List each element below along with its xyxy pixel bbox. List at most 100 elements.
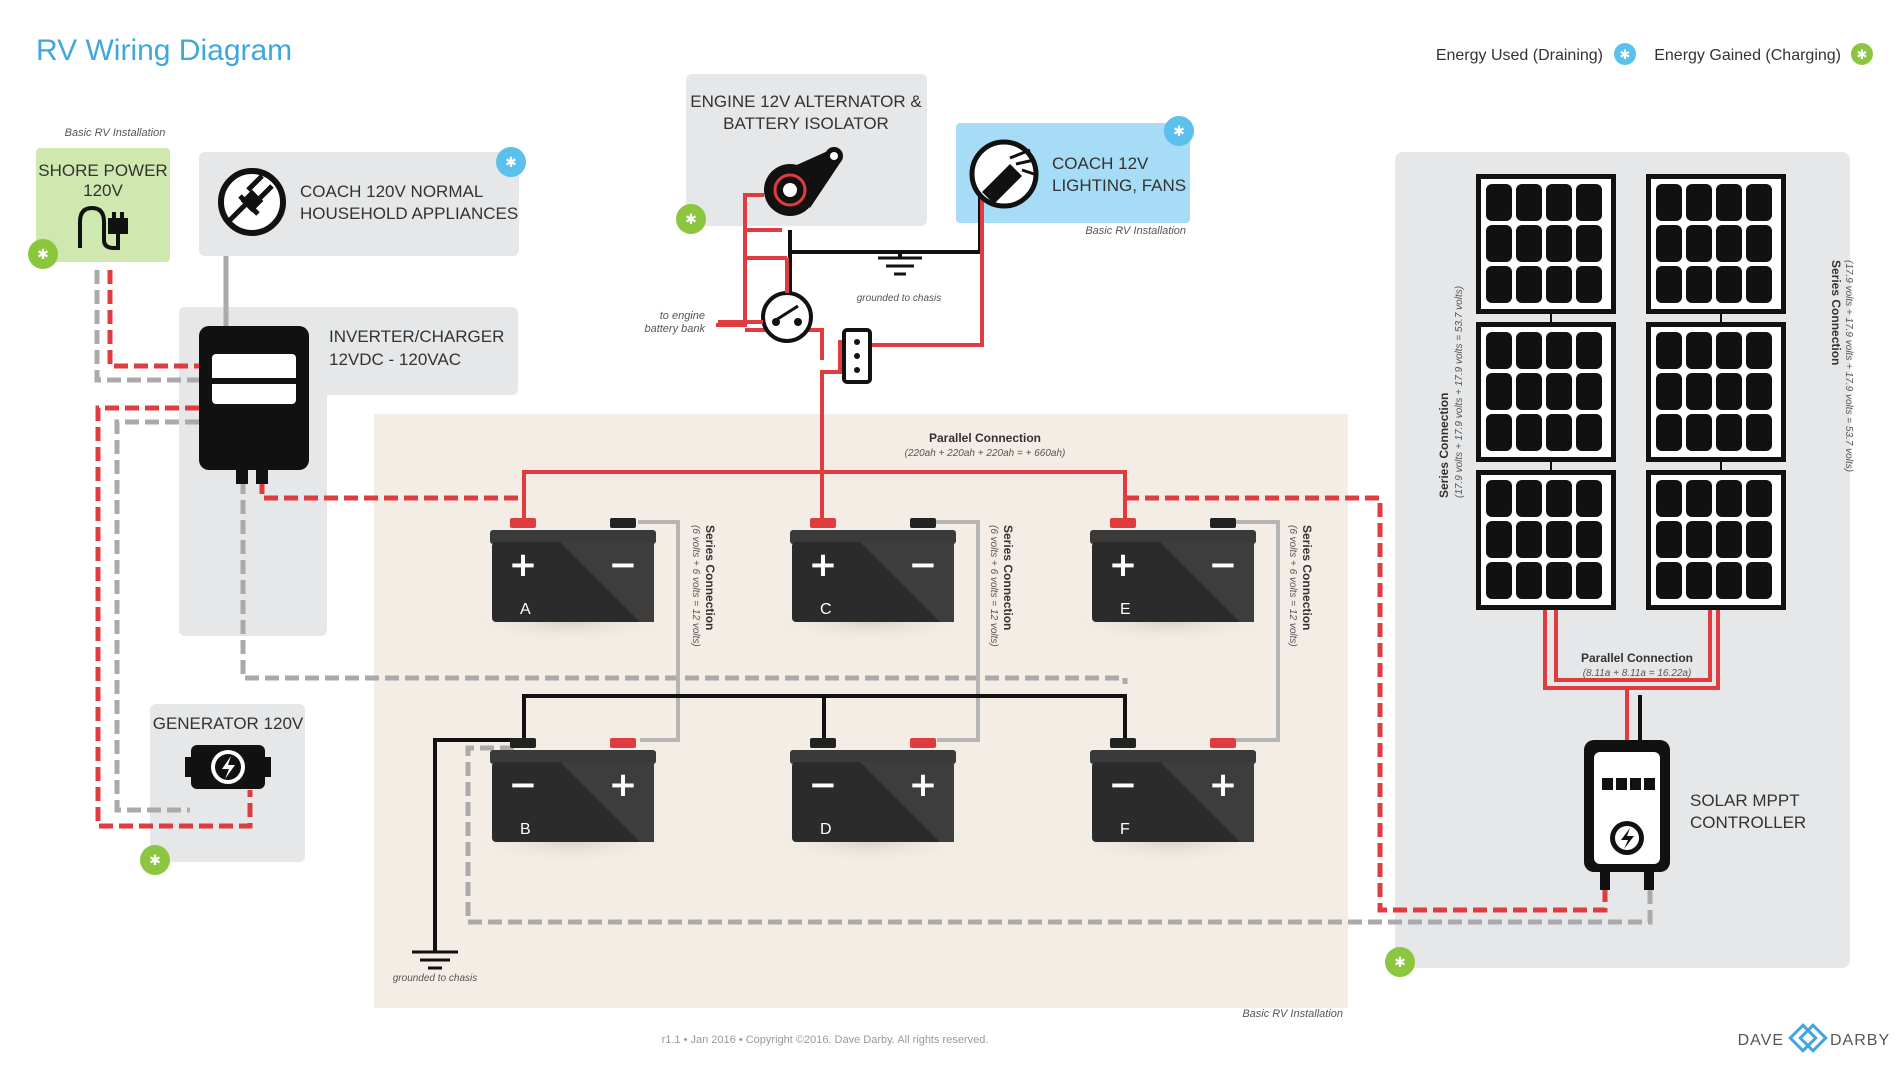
page-title: RV Wiring Diagram [36,34,292,67]
lighting-draining-icon [1164,116,1194,146]
positive-dashed-wiring [95,270,1608,913]
legend-draining-label: Energy Used (Draining) [1436,47,1603,64]
svg-text:DAVE: DAVE [1738,1032,1784,1049]
battery-installation-label: Basic RV Installation [1242,1008,1343,1020]
terminal-sign: − [909,545,938,585]
svg-text:✱: ✱ [685,212,697,228]
terminal-sign: − [809,765,838,805]
solar-charging-icon [1385,947,1415,977]
solar-series-label-left: Series Connection (17.9 volts + 17.9 vol… [1437,286,1465,498]
svg-text:(6 volts + 6 volts = 12 volts): (6 volts + 6 volts = 12 volts) [1287,525,1298,647]
terminal-sign: + [509,545,538,585]
series-links [638,520,1280,742]
engine-bank-label: to engine [660,310,705,322]
shore-power-voltage: 120V [83,181,123,200]
battery-label: F [1120,821,1130,838]
svg-text:Series Connection: Series Connection [1829,260,1843,365]
battery-label: C [820,601,832,618]
lighting-subtitle: LIGHTING, FANS [1052,176,1186,195]
battery-b: − + B [465,738,675,864]
lighting-title: COACH 12V [1052,154,1149,173]
generator-charging-icon [140,845,170,875]
alternator-panel [686,74,927,226]
solar-panel-4 [1646,174,1786,314]
ac-wiring [94,270,1653,925]
svg-text:(6 volts + 6 volts = 12 volts): (6 volts + 6 volts = 12 volts) [690,525,701,647]
svg-text:✱: ✱ [505,155,517,171]
appliances-title: COACH 120V NORMAL [300,182,483,201]
diamond-logo-icon [1788,1023,1828,1053]
alternator-subtitle: BATTERY ISOLATOR [723,114,889,133]
svg-text:(17.9 volts + 17.9 volts + 17.: (17.9 volts + 17.9 volts + 17.9 volts = … [1454,286,1465,498]
sun-icon [1851,43,1873,65]
ground-icon [412,256,922,970]
solar-panel-2 [1476,322,1616,462]
generator-icon [185,745,271,789]
terminal-sign: + [809,545,838,585]
mppt-subtitle: CONTROLLER [1690,813,1806,832]
shore-power-panel [36,148,170,262]
battery-label: B [520,821,531,838]
svg-text:(6 volts + 6 volts = 12 volts): (6 volts + 6 volts = 12 volts) [988,525,999,647]
battery-e: + − E [1065,518,1275,644]
inverter-title: INVERTER/CHARGER [329,327,504,346]
appliances-subtitle: HOUSEHOLD APPLIANCES [300,204,518,223]
shore-power-title: SHORE POWER [38,161,167,180]
battery-series-label-2: Series Connection (6 volts + 6 volts = 1… [988,525,1015,647]
snowflake-icon [1614,43,1636,65]
svg-text:Series Connection: Series Connection [1437,393,1451,498]
generator-title: GENERATOR 120V [153,714,304,733]
svg-text:Series Connection: Series Connection [1300,525,1314,630]
terminal-sign: − [609,545,638,585]
brand-logo: DAVE DARBY [1738,1023,1890,1053]
battery-label: D [820,821,832,838]
isolator-switch-icon [761,291,813,343]
svg-text:(17.9 volts + 17.9 volts + 17.: (17.9 volts + 17.9 volts + 17.9 volts = … [1843,260,1854,472]
battery-c: + − C [765,518,975,644]
terminal-sign: + [609,765,638,805]
svg-text:Series Connection: Series Connection [1001,525,1015,630]
battery-f: −+F [1065,738,1275,864]
battery-series-label-3: Series Connection (6 volts + 6 volts = 1… [1287,525,1314,647]
chasis-ground-label: grounded to chasis [857,293,942,304]
solar-parallel-formula: (8.11a + 8.11a = 16.22a) [1583,668,1692,679]
alternator-icon [764,147,843,216]
lighting-installation-label: Basic RV Installation [1085,225,1186,237]
solar-panel-5 [1646,322,1786,462]
legend: Energy Used (Draining) ✱ Energy Gained (… [1436,43,1873,65]
solar-panel-1 [1476,174,1616,314]
svg-text:✱: ✱ [1173,124,1185,140]
svg-text:✱: ✱ [1394,955,1406,971]
appliances-panel [199,152,519,256]
light-bulb-icon [969,139,1039,209]
shore-installation-label: Basic RV Installation [65,127,166,139]
svg-text:✱: ✱ [1620,48,1631,63]
alternator-title: ENGINE 12V ALTERNATOR & [690,92,922,111]
solar-series-label-right: Series Connection (17.9 volts + 17.9 vol… [1829,260,1854,472]
terminal-sign: − [1209,545,1238,585]
legend-charging-label: Energy Gained (Charging) [1654,47,1841,64]
battery-label: E [1120,601,1131,618]
mppt-controller-icon [1584,740,1670,890]
alternator-charging-icon [676,204,706,234]
mppt-title: SOLAR MPPT [1690,791,1800,810]
inverter-subtitle: 12VDC - 120VAC [329,350,461,369]
terminal-sign: − [509,765,538,805]
solar-parallel-title: Parallel Connection [1581,651,1693,665]
battery-d: −+D [765,738,975,864]
engine-bank-label-2: battery bank [644,323,705,335]
copyright-text: r1.1 • Jan 2016 • Copyright ©2016. Dave … [662,1034,989,1046]
svg-text:Series Connection: Series Connection [703,525,717,630]
battery-group: +−A+−C+−E−+B−+D−+F [465,518,1275,864]
svg-text:DARBY: DARBY [1830,1032,1890,1049]
terminal-sign: + [1109,545,1138,585]
battery-area [374,414,1348,1008]
battery-parallel-title: Parallel Connection [929,431,1041,445]
draining-icon [496,147,526,177]
battery-series-label-1: Series Connection (6 volts + 6 volts = 1… [690,525,717,647]
plug-icon [78,205,128,250]
svg-text:✱: ✱ [37,247,49,263]
positive-bus [522,190,1720,740]
solar-panel-3 [1476,470,1616,610]
